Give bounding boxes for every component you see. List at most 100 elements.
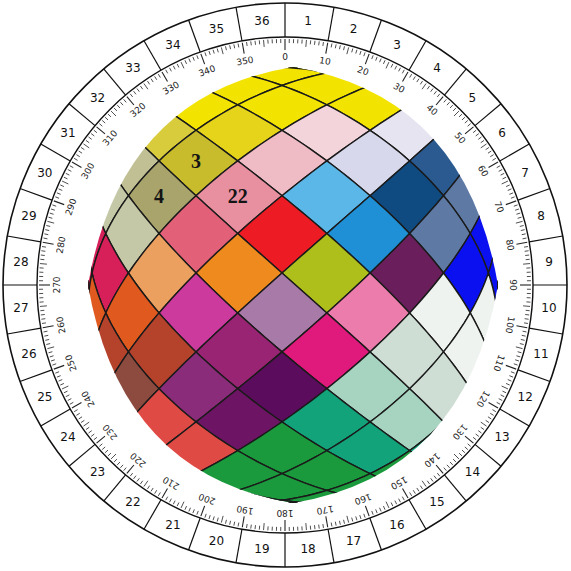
color-patch — [92, 105, 128, 161]
stroke — [64, 391, 68, 393]
stroke — [489, 403, 499, 409]
stroke — [529, 328, 562, 334]
sector-number: 32 — [90, 91, 105, 105]
stroke — [79, 151, 82, 153]
stroke — [524, 246, 528, 248]
stroke — [255, 41, 256, 45]
stroke — [213, 516, 214, 520]
color-patch — [88, 67, 106, 85]
stroke — [492, 158, 495, 160]
sector-number: 10 — [541, 301, 556, 315]
stroke — [347, 47, 349, 54]
color-patch — [444, 105, 489, 161]
color-patch — [497, 233, 498, 312]
degree-label: 180 — [276, 508, 293, 518]
stroke — [356, 50, 357, 54]
stroke — [293, 527, 294, 531]
stroke — [86, 427, 89, 429]
stroke — [310, 40, 311, 44]
stroke — [255, 525, 256, 529]
stroke — [108, 114, 111, 117]
stroke — [70, 402, 74, 404]
stroke — [356, 516, 357, 520]
stroke — [522, 335, 526, 337]
stroke — [365, 506, 369, 516]
stroke — [193, 509, 195, 513]
stroke — [331, 523, 333, 527]
color-patch — [497, 233, 498, 312]
stroke — [69, 104, 95, 126]
stroke — [502, 386, 508, 389]
sector-number: 18 — [300, 542, 315, 556]
color-patch — [92, 502, 128, 503]
stroke — [44, 335, 48, 337]
stroke — [525, 250, 529, 252]
stroke — [117, 462, 120, 465]
stroke — [370, 20, 382, 52]
sector-number: 22 — [125, 495, 140, 509]
stroke — [360, 51, 361, 55]
stroke — [147, 486, 149, 489]
stroke — [44, 331, 48, 333]
stroke — [386, 502, 389, 508]
stroke — [217, 49, 218, 53]
stroke — [120, 465, 123, 468]
stroke — [413, 490, 415, 493]
stroke — [431, 478, 433, 481]
stroke — [488, 417, 491, 419]
stroke — [99, 444, 102, 447]
stroke — [527, 289, 531, 290]
stroke — [524, 322, 528, 324]
sector-number: 4 — [433, 61, 441, 75]
color-patch — [497, 273, 498, 352]
stroke — [130, 473, 133, 476]
stroke — [514, 205, 518, 206]
color-patch — [488, 451, 498, 491]
stroke — [43, 326, 54, 328]
color-patch — [87, 196, 88, 273]
color-patch — [497, 422, 498, 474]
stroke — [280, 39, 281, 43]
stroke — [409, 41, 426, 70]
stroke — [144, 83, 148, 89]
stroke — [527, 297, 531, 298]
stroke — [83, 144, 89, 148]
sector-number: 29 — [21, 209, 36, 223]
stroke — [395, 501, 397, 505]
stroke — [246, 42, 248, 46]
sector-number: 20 — [209, 534, 224, 548]
stroke — [7, 328, 40, 334]
stroke — [50, 356, 54, 357]
stroke — [509, 193, 513, 195]
stroke — [40, 305, 47, 307]
color-patch — [410, 422, 471, 474]
stroke — [305, 523, 307, 530]
stroke — [151, 79, 153, 82]
sector-number: 23 — [90, 465, 105, 479]
color-patch — [87, 233, 88, 312]
stroke — [189, 518, 201, 550]
stroke — [267, 526, 268, 530]
sector-number: 5 — [469, 91, 477, 105]
stroke — [140, 86, 142, 89]
stroke — [225, 46, 227, 50]
stroke — [520, 225, 524, 227]
stroke — [76, 155, 79, 157]
stroke — [301, 526, 302, 530]
stroke — [7, 236, 40, 242]
sector-number: 9 — [545, 255, 553, 269]
stroke — [522, 233, 526, 235]
sector-number: 36 — [254, 14, 269, 28]
stroke — [444, 99, 447, 102]
stroke — [40, 259, 44, 260]
stroke — [391, 64, 393, 68]
stroke — [409, 500, 426, 529]
degree-label: 80 — [504, 239, 516, 252]
stroke — [151, 488, 153, 491]
color-patch — [444, 490, 489, 503]
stroke — [339, 521, 341, 525]
stroke — [177, 503, 179, 507]
color-patch — [128, 451, 196, 491]
stroke — [331, 44, 333, 48]
stroke — [462, 117, 465, 120]
